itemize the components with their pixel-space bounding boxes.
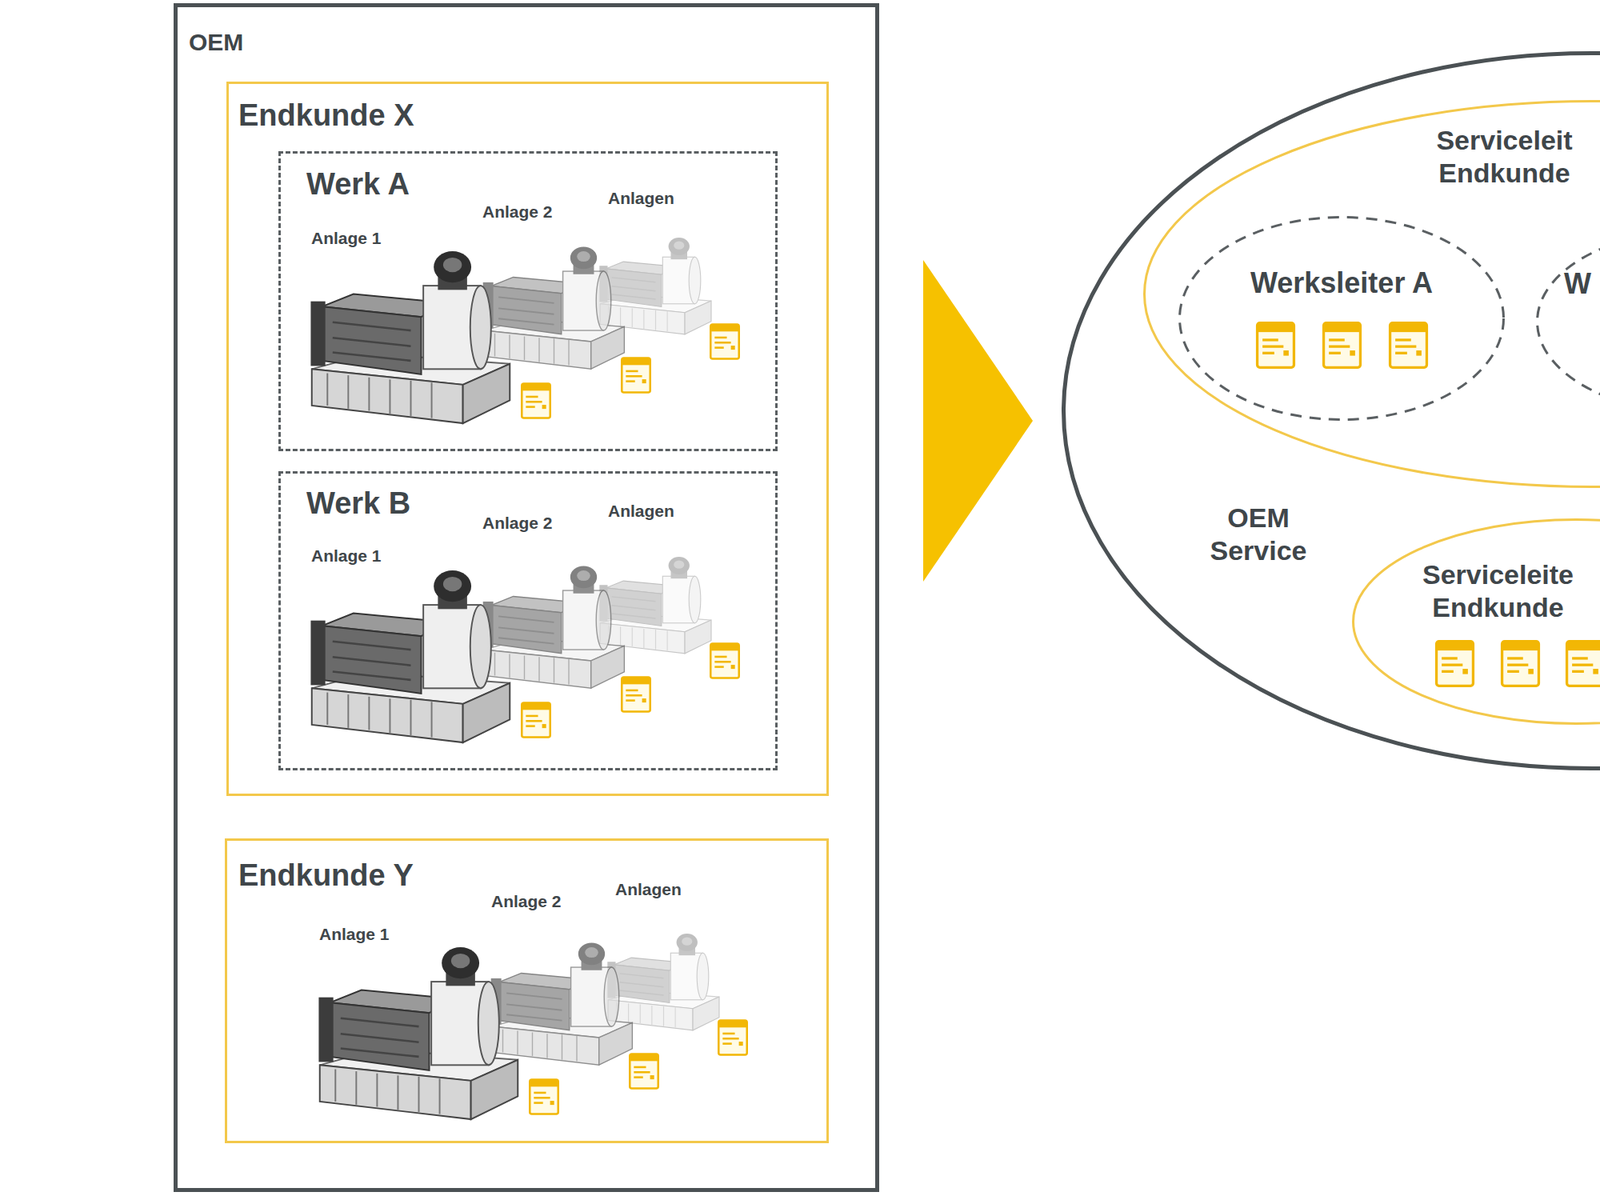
oem-box: OEM Endkunde X Werk A Werk B Endkunde Y: [173, 3, 880, 1192]
doc-icon: [521, 383, 550, 418]
node-title: Endkunde Y: [238, 857, 414, 895]
doc-icon: [621, 676, 650, 712]
doc-icon: [521, 702, 550, 737]
customer-box: Endkunde X Werk A Werk B: [226, 81, 829, 796]
node-title: Werk A: [306, 166, 410, 204]
machine: [310, 570, 510, 743]
machine-label: Anlage 1: [319, 924, 390, 944]
transition-arrow: [923, 260, 1033, 582]
doc-icon: [1502, 641, 1540, 687]
ellipse-outline: [1144, 101, 1600, 488]
node-title: OEM: [188, 28, 244, 57]
machine: [599, 237, 712, 335]
machine-label: Anlage 2: [482, 201, 553, 222]
ellipse-outline: [1180, 217, 1504, 420]
doc-icon: [1567, 641, 1600, 687]
machine-label: Anlagen: [608, 500, 675, 521]
machine: [607, 933, 720, 1031]
machine: [483, 566, 625, 689]
machine-label: Anlage 1: [311, 545, 382, 566]
service-lead-ellipse: Serviceleite Endkunde: [1352, 518, 1600, 725]
machine: [599, 556, 712, 654]
ellipse-outline: [1178, 216, 1505, 421]
machine-label: Anlagen: [608, 188, 675, 208]
machine: [483, 247, 625, 370]
node-title: Werk B: [306, 485, 411, 523]
ellipse-outline: [1353, 520, 1600, 724]
doc-icon: [718, 1020, 747, 1055]
doc-icon: [629, 1053, 658, 1088]
machine: [310, 251, 510, 424]
node-title: OEM Service: [1186, 501, 1331, 568]
customer-box: Endkunde Y: [224, 838, 829, 1144]
ellipse-outline: [1064, 53, 1600, 769]
ellipse-outline: [1536, 229, 1600, 414]
doc-icon: [1257, 323, 1295, 368]
service-ellipse: OEM Service Serviceleit EndkundeWerksleit…: [1061, 51, 1600, 771]
plant-lead-ellipse: W: [1536, 229, 1600, 414]
doc-icon: [621, 357, 650, 392]
node-title: Werksleiter A: [1178, 265, 1505, 300]
doc-icon: [1436, 641, 1474, 687]
doc-icon: [529, 1079, 558, 1114]
doc-icon: [710, 643, 739, 678]
service-lead-ellipse: Serviceleit EndkundeWerksleiter A W: [1143, 100, 1600, 488]
doc-icon: [710, 324, 739, 359]
machine-label: Anlage 2: [482, 512, 553, 533]
doc-icon: [1324, 323, 1361, 368]
machine-label: Anlage 2: [491, 891, 562, 912]
node-title: W: [1564, 266, 1592, 301]
machine: [491, 943, 633, 1066]
machine-label: Anlage 1: [311, 228, 382, 248]
machine: [318, 947, 518, 1120]
node-title: Serviceleit Endkunde: [1426, 124, 1583, 190]
doc-icon: [1390, 323, 1428, 368]
ellipse-outline: [1537, 231, 1600, 413]
plant-lead-ellipse: Werksleiter A: [1178, 216, 1505, 421]
plant-box: Werk A: [278, 151, 778, 452]
machine-label: Anlagen: [615, 879, 682, 900]
node-title: Serviceleite Endkunde: [1416, 558, 1580, 624]
node-title: Endkunde X: [238, 97, 415, 135]
